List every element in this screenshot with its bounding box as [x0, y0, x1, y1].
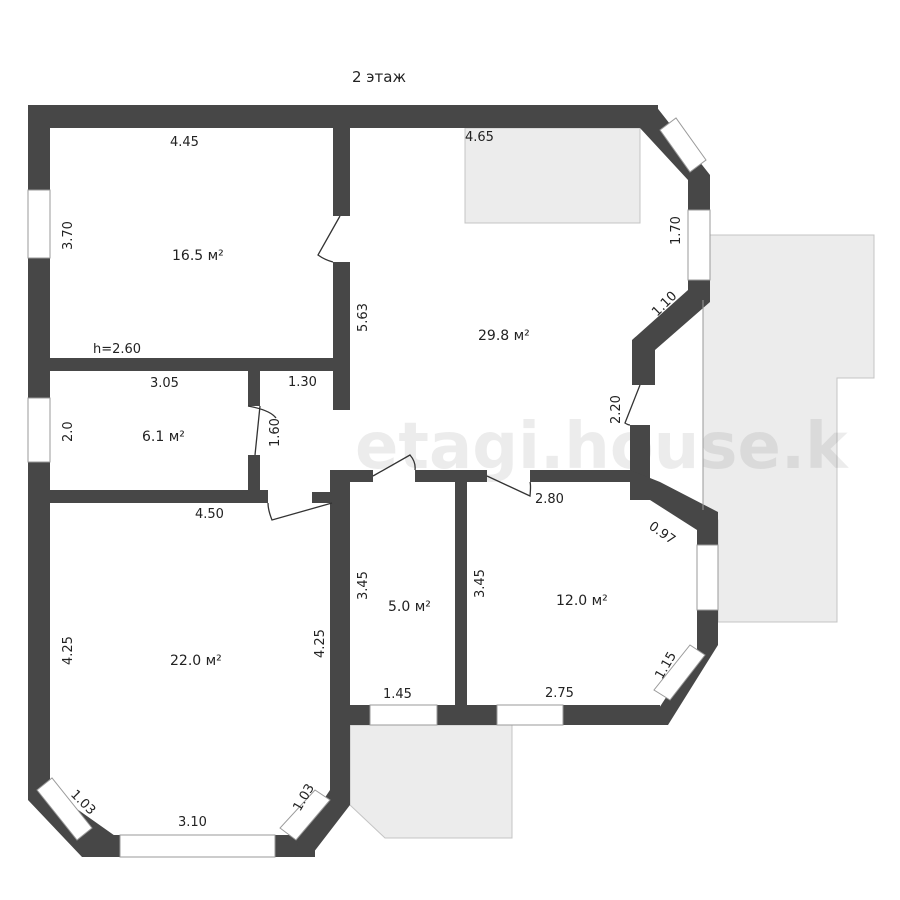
dimension-label: 3.05	[150, 376, 179, 391]
room-area-label: 12.0 м²	[556, 593, 608, 609]
dimension-label: 3.45	[356, 571, 371, 600]
room-area-label: 16.5 м²	[172, 248, 224, 264]
dimension-label: 1.30	[288, 375, 317, 390]
dimension-label: 4.45	[170, 135, 199, 150]
balcony	[349, 724, 513, 839]
room-area-label: 29.8 м²	[478, 328, 530, 344]
dimension-label: 1.70	[669, 216, 684, 245]
dimension-label: 3.10	[178, 815, 207, 830]
dimension-label: 2.80	[535, 492, 564, 507]
dimension-label: 1.45	[383, 687, 412, 702]
dimension-label: 2.0	[61, 421, 76, 442]
room-areas: 16.5 м² 29.8 м² 6.1 м² 22.0 м² 5.0 м² 12…	[142, 248, 608, 669]
room-area-label: 6.1 м²	[142, 429, 185, 445]
floor-title: 2 этаж	[352, 68, 406, 86]
dimension-label: 3.70	[61, 221, 76, 250]
dimension-label: 0.97	[646, 519, 678, 548]
dimension-label: 1.60	[268, 418, 283, 447]
dimension-label: 2.75	[545, 686, 574, 701]
room-area-label: 22.0 м²	[170, 653, 222, 669]
dimension-label: 2.20	[609, 395, 624, 424]
built-in-area	[464, 127, 641, 224]
ceiling-height-label: h=2.60	[93, 342, 141, 357]
doors	[247, 215, 641, 521]
dimension-label: 4.50	[195, 507, 224, 522]
dimension-label: 5.63	[356, 303, 371, 332]
dimension-label: 4.25	[313, 629, 328, 658]
windows	[27, 117, 719, 858]
room-area-label: 5.0 м²	[388, 599, 431, 615]
dimension-label: 3.45	[473, 569, 488, 598]
dimension-label: 4.65	[465, 130, 494, 145]
dimension-label: 4.25	[61, 636, 76, 665]
